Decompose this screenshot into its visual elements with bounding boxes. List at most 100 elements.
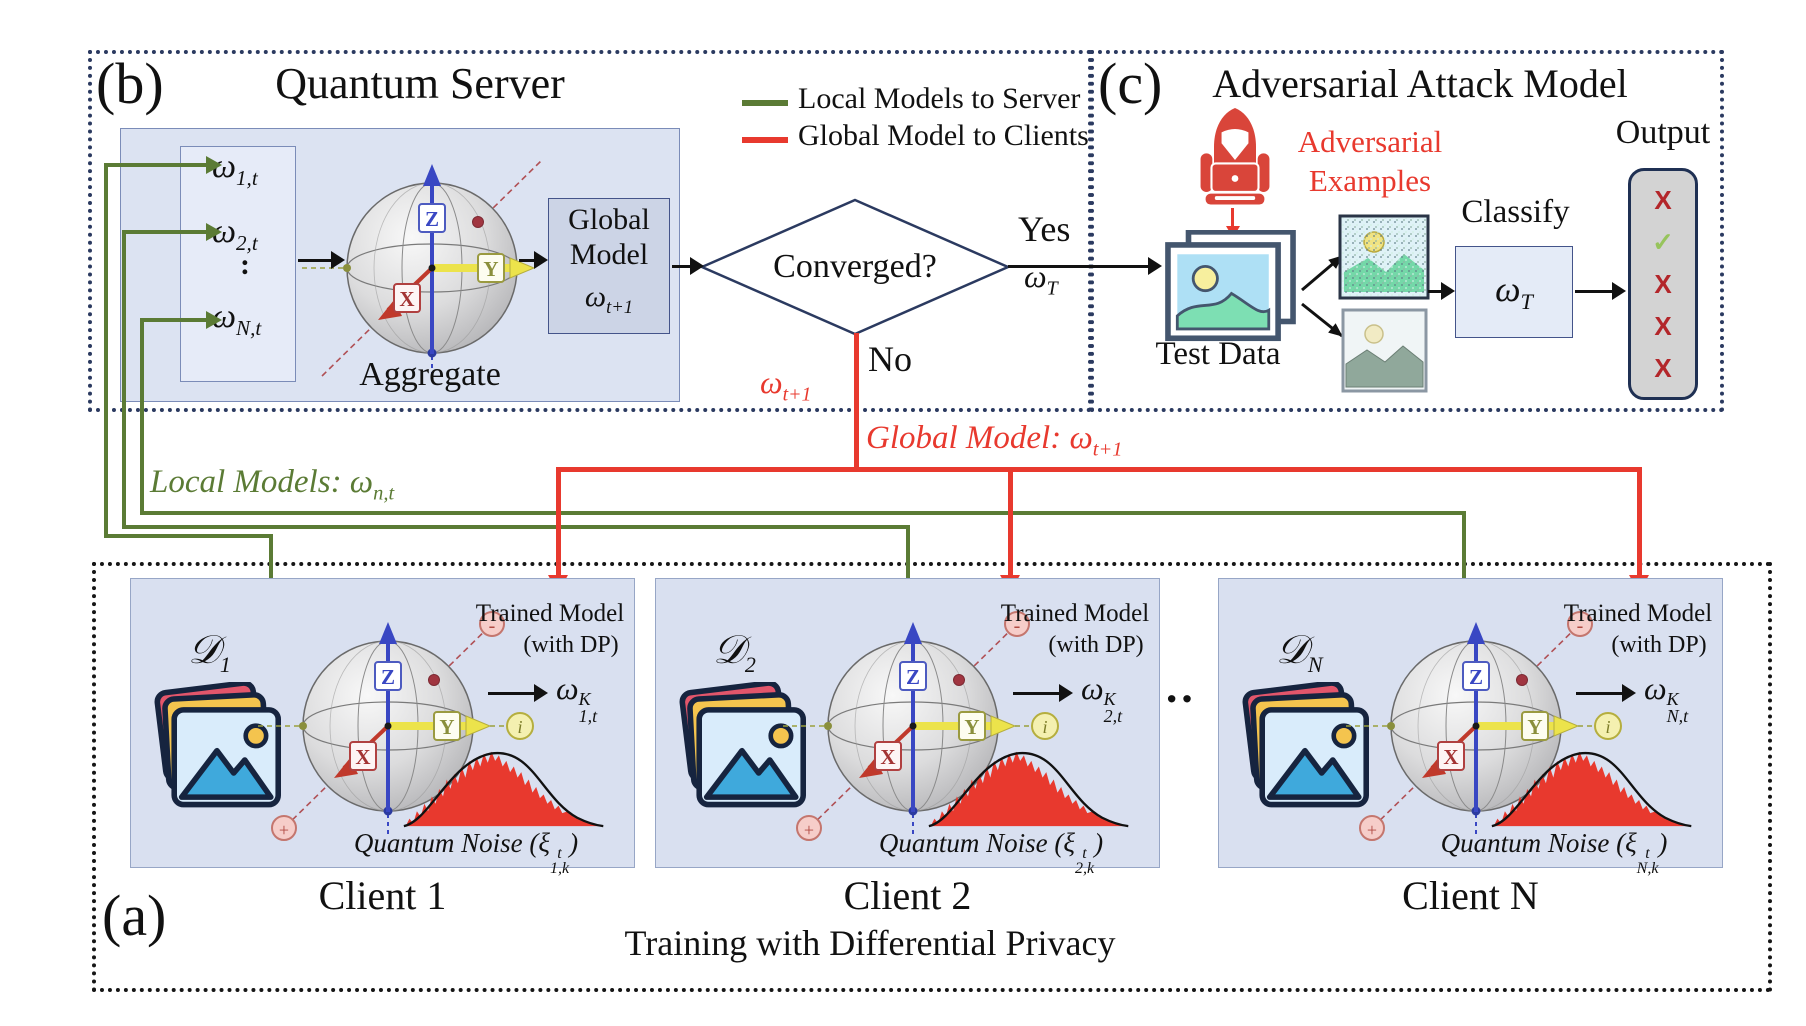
test-data-label: Test Data (1155, 336, 1281, 372)
trained-model-line1: Trained Model (475, 600, 625, 627)
svg-text:i: i (1605, 717, 1610, 737)
arrow-model-to-output (1575, 290, 1614, 293)
panel-c-title: Adversarial Attack Model (1212, 61, 1628, 106)
arrow-global-to-diamond-head (690, 257, 704, 275)
arrow-weights-to-sphere (298, 259, 331, 262)
aggregate-label: Aggregate (359, 356, 501, 393)
green-line1-horiz-bottom (104, 534, 273, 538)
green-line1-vert (104, 163, 108, 538)
client-bloch-sphere: i + - Z X Y (258, 611, 534, 841)
dataset-N-label: 𝒟N (1276, 627, 1323, 677)
photos-icon (1242, 682, 1369, 808)
result-x-2: X (1654, 268, 1672, 299)
result-x-3: X (1654, 310, 1672, 341)
svg-text:Y: Y (1527, 715, 1542, 739)
svg-text:-: - (1014, 615, 1021, 637)
arrow-yes-to-testdata (1008, 265, 1149, 268)
trained-arrow-head (534, 684, 548, 702)
perturbed-clean-image (1341, 308, 1428, 393)
client-bloch-sphere: i + - Z X Y (783, 611, 1059, 841)
svg-text:Z: Z (906, 665, 920, 689)
global-model-caption: Global Model: ωt+1 (866, 420, 1123, 461)
svg-text:+: + (279, 820, 289, 840)
local-models-caption: Local Models: ωn,t (150, 464, 395, 505)
svg-text:X: X (1443, 745, 1458, 769)
trained-model-line1: Trained Model (1000, 600, 1150, 627)
weight-N-label: ωN,t (212, 298, 262, 340)
arrow-sphere-to-global (519, 259, 535, 262)
legend-local-label: Local Models to Server (798, 82, 1081, 115)
trained-arrow-head (1059, 684, 1073, 702)
legend-global-label: Global Model to Clients (798, 119, 1089, 152)
red-drop-client2 (1008, 467, 1013, 577)
hacker-icon (1200, 107, 1270, 205)
panel-a-border (92, 562, 1772, 992)
svg-text:X: X (355, 745, 370, 769)
svg-text:Z: Z (381, 665, 395, 689)
arrow-sphere-to-global-head (534, 251, 548, 269)
hacker-arrow-line (1231, 208, 1234, 228)
classifier-model-box (1455, 246, 1573, 338)
client-2-content: 𝒟2 i + - (655, 578, 1160, 876)
dataset-2-label: 𝒟2 (713, 627, 756, 677)
classifier-omega: ωT (1495, 269, 1533, 315)
adversarial-label-line2: Examples (1308, 163, 1432, 198)
global-model-line2: Model (569, 238, 649, 271)
svg-text:X: X (399, 287, 414, 311)
green-line2-arrowhead (206, 223, 222, 241)
svg-text:i: i (1042, 717, 1047, 737)
legend-global-swatch (742, 137, 788, 143)
red-drop-client1 (556, 467, 561, 577)
red-no-vert (854, 333, 859, 469)
trained-model-line2: (with DP) (1048, 632, 1144, 658)
arrow-model-to-output-head (1612, 282, 1626, 300)
green-line2-vert (122, 230, 126, 529)
panel-c-tag: (c) (1098, 51, 1163, 116)
photos-icon (154, 682, 281, 808)
client-1-content: 𝒟1 i + - (130, 578, 635, 876)
converged-label: Converged? (773, 248, 937, 285)
arrow-yes-to-testdata-head (1148, 257, 1162, 275)
test-data-icon (1165, 230, 1296, 342)
panel-c-border (1090, 50, 1724, 412)
weight-2-label: ω2,t (212, 213, 258, 255)
trained-arrow (1013, 692, 1059, 695)
green-line2-horiz-top (122, 230, 208, 234)
arrow-images-to-model-head (1441, 282, 1455, 300)
green-line2-horiz-bottom (122, 525, 910, 529)
client-2-label: Client 2 (843, 873, 972, 918)
clients-ellipsis: ·· (1164, 673, 1195, 724)
panel-b-title: Quantum Server (275, 59, 565, 108)
client-N-label: Client N (1402, 873, 1539, 918)
split-arrows (1301, 254, 1343, 338)
trained-arrow (488, 692, 534, 695)
svg-text:-: - (1577, 615, 1584, 637)
output-results-box: X ✓ X X X (1628, 168, 1698, 400)
red-drop-clientN (1637, 467, 1642, 577)
svg-text:Z: Z (425, 207, 439, 231)
green-line1-drop (269, 534, 273, 578)
global-model-line1: Global (568, 203, 650, 236)
global-model-box (548, 198, 670, 334)
svg-text:+: + (1367, 820, 1377, 840)
noise-histogram (1491, 751, 1692, 828)
noise-histogram (928, 751, 1129, 828)
arrow-weights-to-sphere-head (331, 251, 345, 269)
trained-model-line1: Trained Model (1563, 600, 1713, 627)
result-x-1: X (1654, 184, 1672, 215)
panel-a-tag: (a) (102, 883, 167, 948)
weights-vdots: : (240, 248, 250, 281)
green-line1-arrowhead (206, 156, 222, 174)
client-bloch-sphere: i + - Z X Y (1346, 611, 1622, 841)
photos-icon (679, 682, 807, 808)
trained-model-line2: (with DP) (523, 632, 619, 658)
green-line3-horiz-bottom (140, 511, 1466, 515)
result-check: ✓ (1652, 226, 1674, 257)
green-line3-drop (1462, 511, 1466, 578)
